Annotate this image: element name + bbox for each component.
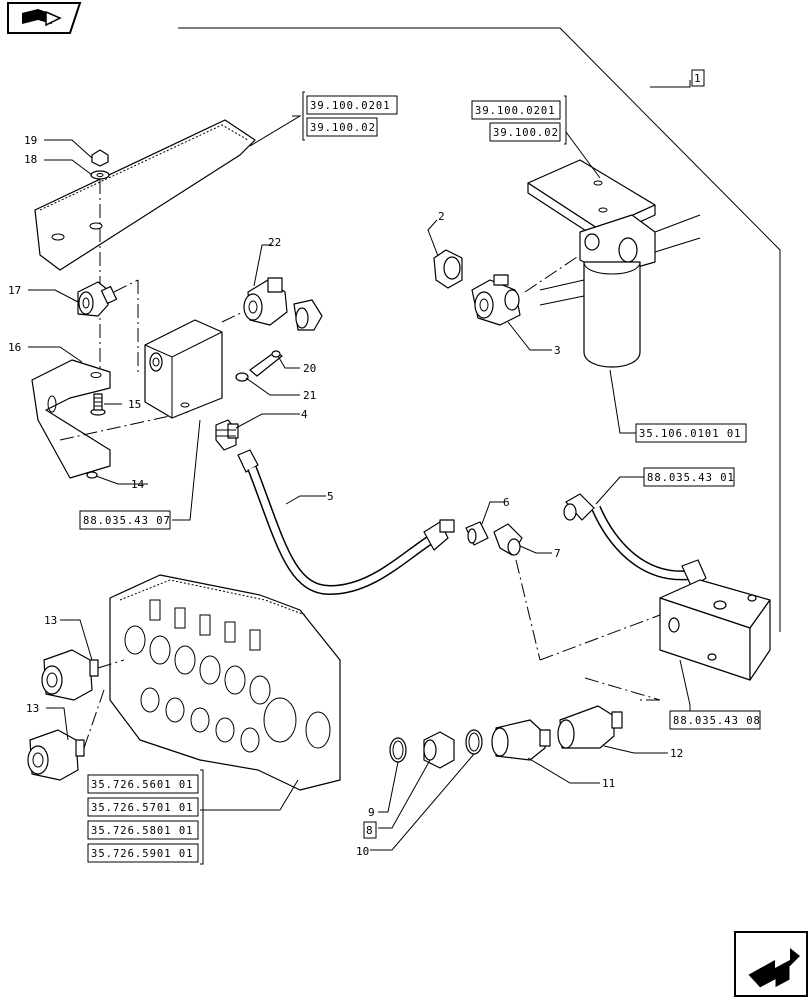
item-16: 16 bbox=[8, 341, 21, 354]
center-line bbox=[97, 659, 125, 669]
connector-13-upper bbox=[41, 649, 99, 701]
svg-text:8: 8 bbox=[366, 824, 373, 837]
center-line bbox=[539, 614, 661, 661]
ref-box-39-100-right[interactable]: 39.100.0201 39.100.02 bbox=[471, 95, 567, 145]
book-arrow-icon[interactable] bbox=[7, 2, 82, 34]
item-1-box: 1 bbox=[691, 69, 705, 87]
item-9: 9 bbox=[368, 806, 375, 819]
svg-text:35.106.0101 01: 35.106.0101 01 bbox=[639, 428, 742, 440]
tee-fitting-3 bbox=[471, 274, 521, 326]
item-11: 11 bbox=[602, 777, 615, 790]
pressure-switch-4 bbox=[215, 419, 239, 451]
item-numbers: 19 18 17 16 15 14 22 2 3 20 21 4 5 6 7 1… bbox=[8, 134, 683, 858]
elbow-7 bbox=[493, 523, 523, 556]
o-ring-9 bbox=[389, 737, 407, 763]
valve-block bbox=[659, 579, 771, 681]
next-page-arrow-icon[interactable] bbox=[734, 931, 808, 997]
filter-assembly bbox=[527, 159, 701, 368]
center-line bbox=[221, 311, 244, 323]
mounting-bracket-16 bbox=[31, 359, 111, 479]
item-21: 21 bbox=[303, 389, 316, 402]
ref-box-88-035-08[interactable]: 88.035.43 08 bbox=[669, 710, 761, 730]
straight-connector-17 bbox=[77, 279, 139, 317]
control-valve bbox=[109, 574, 341, 791]
svg-text:35.726.5601 01: 35.726.5601 01 bbox=[91, 779, 194, 791]
svg-text:1: 1 bbox=[694, 72, 701, 85]
mounting-block bbox=[144, 319, 223, 419]
connector-13-lower bbox=[27, 729, 85, 781]
pipe-2 bbox=[293, 248, 463, 333]
item-6: 6 bbox=[503, 496, 510, 509]
item-7: 7 bbox=[554, 547, 561, 560]
svg-text:39.100.0201: 39.100.0201 bbox=[310, 100, 391, 112]
item-3: 3 bbox=[554, 344, 561, 357]
coupler-11 bbox=[491, 719, 551, 761]
center-line bbox=[83, 689, 105, 749]
item-13-lower: 13 bbox=[26, 702, 39, 715]
svg-text:39.100.02: 39.100.02 bbox=[310, 122, 376, 134]
svg-text:39.100.0201: 39.100.0201 bbox=[475, 105, 556, 117]
svg-text:88.035.43 07: 88.035.43 07 bbox=[83, 515, 171, 527]
ref-box-35-106[interactable]: 35.106.0101 01 bbox=[635, 423, 747, 443]
item-17: 17 bbox=[8, 284, 21, 297]
item-2: 2 bbox=[438, 210, 445, 223]
item-14: 14 bbox=[131, 478, 145, 491]
washer-21 bbox=[235, 372, 249, 382]
center-line bbox=[59, 411, 189, 441]
small-hose bbox=[563, 493, 707, 589]
bracket-upper bbox=[34, 119, 256, 271]
center-line bbox=[515, 559, 541, 661]
svg-text:35.726.5701 01: 35.726.5701 01 bbox=[91, 802, 194, 814]
hose-5 bbox=[237, 449, 455, 596]
o-ring-10 bbox=[465, 729, 483, 755]
frame-line bbox=[178, 27, 781, 632]
svg-text:88.035.43 08: 88.035.43 08 bbox=[673, 715, 761, 727]
svg-text:88.035.43 01: 88.035.43 01 bbox=[647, 472, 735, 484]
washer bbox=[90, 170, 110, 180]
ref-box-35-726-group[interactable]: 35.726.5601 01 35.726.5701 01 35.726.580… bbox=[87, 769, 204, 865]
svg-text:35.726.5801 01: 35.726.5801 01 bbox=[91, 825, 194, 837]
item-20: 20 bbox=[303, 362, 316, 375]
bolt-20 bbox=[249, 350, 283, 377]
center-line bbox=[584, 677, 661, 701]
adapter-6 bbox=[465, 521, 489, 546]
item-10: 10 bbox=[356, 845, 369, 858]
screw-14 bbox=[86, 471, 98, 479]
item-18: 18 bbox=[24, 153, 37, 166]
item-19: 19 bbox=[24, 134, 37, 147]
elbow-fitting-22 bbox=[243, 277, 288, 326]
item-12: 12 bbox=[670, 747, 683, 760]
nut bbox=[91, 149, 109, 167]
item-5: 5 bbox=[327, 490, 334, 503]
svg-text:35.726.5901 01: 35.726.5901 01 bbox=[91, 848, 194, 860]
screw-15 bbox=[90, 393, 106, 416]
ref-box-88-035-07[interactable]: 88.035.43 07 bbox=[79, 510, 171, 530]
item-13-upper: 13 bbox=[44, 614, 57, 627]
center-line bbox=[524, 254, 581, 293]
svg-text:39.100.02: 39.100.02 bbox=[493, 127, 559, 139]
item-22: 22 bbox=[268, 236, 281, 249]
coupler-12 bbox=[557, 705, 623, 749]
ref-box-88-035-01[interactable]: 88.035.43 01 bbox=[643, 467, 735, 487]
item-8-box: 8 bbox=[363, 821, 377, 839]
item-15: 15 bbox=[128, 398, 141, 411]
adapter-8 bbox=[423, 731, 455, 769]
ref-box-39-100-left[interactable]: 39.100.0201 39.100.02 bbox=[302, 91, 398, 141]
item-4: 4 bbox=[301, 408, 308, 421]
